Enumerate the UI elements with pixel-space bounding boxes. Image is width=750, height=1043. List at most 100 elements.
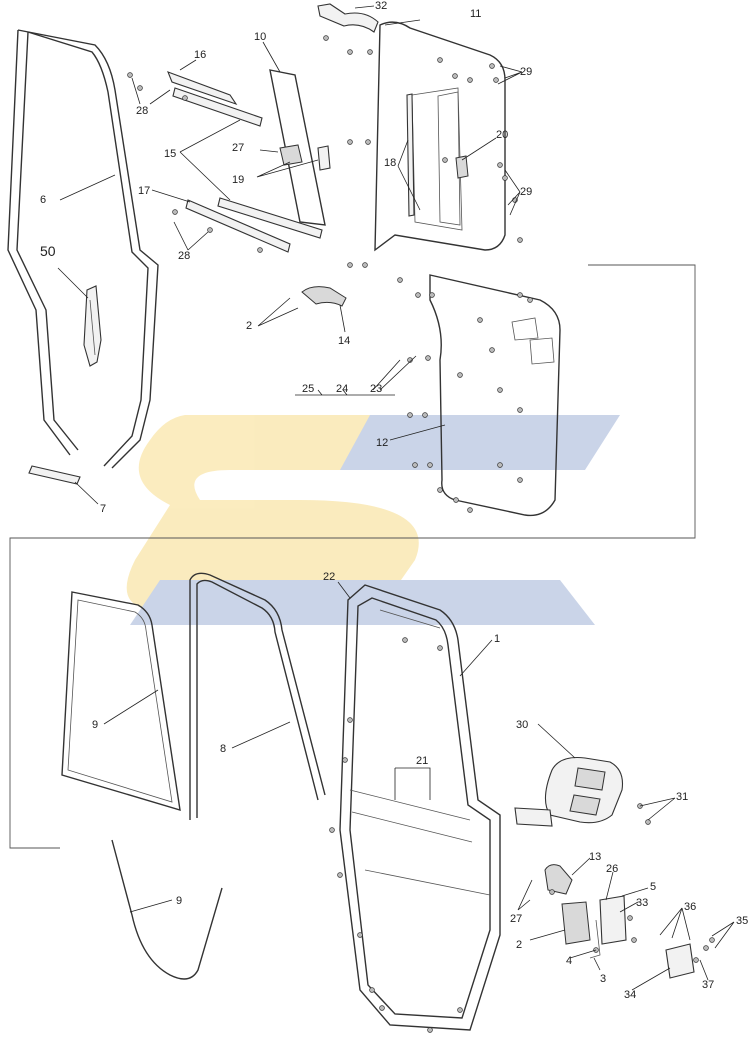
callout-33: 33 bbox=[636, 897, 648, 909]
callout-8: 8 bbox=[220, 743, 226, 755]
bolt-fastener bbox=[457, 1007, 463, 1013]
bolt-fastener bbox=[703, 945, 709, 951]
part-5-plate bbox=[599, 895, 627, 945]
bolt-fastener bbox=[457, 372, 463, 378]
bolt-fastener bbox=[329, 827, 335, 833]
callout-2: 2 bbox=[246, 320, 252, 332]
callout-30: 30 bbox=[516, 719, 528, 731]
callout-32: 32 bbox=[375, 0, 387, 12]
bolt-fastener bbox=[627, 915, 633, 921]
callout-31: 31 bbox=[676, 791, 688, 803]
callout-37: 37 bbox=[702, 979, 714, 991]
bolt-fastener bbox=[527, 297, 533, 303]
bolt-fastener bbox=[437, 57, 443, 63]
leader-lines bbox=[57, 5, 735, 991]
callout-12: 12 bbox=[376, 437, 388, 449]
bolt-fastener bbox=[172, 209, 178, 215]
callout-29: 29 bbox=[520, 186, 532, 198]
callout-1: 1 bbox=[494, 633, 500, 645]
bolt-fastener bbox=[347, 717, 353, 723]
bolt-fastener bbox=[489, 63, 495, 69]
callout-5: 5 bbox=[650, 881, 656, 893]
bolt-fastener bbox=[402, 637, 408, 643]
part-30-mirror bbox=[514, 756, 624, 827]
part-14-inner-handle bbox=[301, 286, 347, 307]
callout-2: 2 bbox=[516, 939, 522, 951]
callout-3: 3 bbox=[600, 973, 606, 985]
callout-36: 36 bbox=[684, 901, 696, 913]
callout-28: 28 bbox=[178, 250, 190, 262]
part-34-hinge bbox=[665, 943, 695, 979]
bolt-fastener bbox=[517, 292, 523, 298]
bolt-fastener bbox=[369, 987, 375, 993]
bolt-fastener bbox=[407, 357, 413, 363]
callout-7: 7 bbox=[100, 503, 106, 515]
bolt-fastener bbox=[412, 462, 418, 468]
callout-35: 35 bbox=[736, 915, 748, 927]
bolt-fastener bbox=[489, 347, 495, 353]
bolt-fastener bbox=[182, 95, 188, 101]
part-11-upper-glass bbox=[374, 21, 506, 252]
callout-23: 23 bbox=[370, 383, 382, 395]
bolt-fastener bbox=[357, 932, 363, 938]
bolt-fastener bbox=[693, 957, 699, 963]
bolt-fastener bbox=[337, 872, 343, 878]
callout-18: 18 bbox=[384, 157, 396, 169]
part-12-lower-panel bbox=[429, 274, 561, 517]
bolt-fastener bbox=[497, 162, 503, 168]
bolt-fastener bbox=[467, 507, 473, 513]
bolt-fastener bbox=[425, 355, 431, 361]
bolt-fastener bbox=[379, 1005, 385, 1011]
bolt-fastener bbox=[517, 237, 523, 243]
part-15-rail bbox=[217, 197, 323, 239]
bolt-fastener bbox=[407, 412, 413, 418]
part-8-channel bbox=[189, 572, 326, 820]
part-9-glass-inner bbox=[67, 599, 173, 803]
callout-labels: 1 2 2 3 4 5 6 7 8 9 9 10 11 12 13 14 15 … bbox=[40, 0, 748, 1001]
callout-22: 22 bbox=[323, 571, 335, 583]
bolt-fastener bbox=[422, 412, 428, 418]
watermark-blue-band-top bbox=[340, 415, 620, 470]
watermark-logo bbox=[126, 415, 620, 625]
callout-4: 4 bbox=[566, 955, 572, 967]
bolt-fastener bbox=[502, 175, 508, 181]
callout-27: 27 bbox=[510, 913, 522, 925]
part-32-bracket bbox=[317, 3, 379, 33]
bolt-fastener bbox=[452, 73, 458, 79]
bolt-fastener bbox=[477, 317, 483, 323]
callout-27: 27 bbox=[232, 142, 244, 154]
bolt-fastener bbox=[257, 247, 263, 253]
callout-20: 20 bbox=[496, 129, 508, 141]
part-17-rail bbox=[185, 199, 291, 253]
bolt-fastener bbox=[365, 139, 371, 145]
part-10-window-panel bbox=[269, 69, 326, 226]
bolt-fastener bbox=[645, 819, 651, 825]
part-18-strip bbox=[406, 93, 415, 217]
callout-24: 24 bbox=[336, 383, 348, 395]
callout-10: 10 bbox=[254, 31, 266, 43]
bolt-fastener bbox=[631, 937, 637, 943]
part-6-door-seal bbox=[7, 29, 159, 469]
bolt-fastener bbox=[497, 462, 503, 468]
callout-26: 26 bbox=[606, 863, 618, 875]
bolt-fastener bbox=[415, 292, 421, 298]
bolt-fastener bbox=[549, 889, 555, 895]
part-9-glass-panel bbox=[61, 591, 181, 811]
bolt-fastener bbox=[347, 139, 353, 145]
bolt-fastener bbox=[493, 77, 499, 83]
part-16-rail bbox=[167, 71, 263, 127]
bolt-fastener bbox=[347, 49, 353, 55]
callout-21: 21 bbox=[416, 755, 428, 767]
bolt-fastener bbox=[437, 487, 443, 493]
callout-34: 34 bbox=[624, 989, 636, 1001]
bolt-fastener bbox=[362, 262, 368, 268]
callout-14: 14 bbox=[338, 335, 350, 347]
bolt-fastener bbox=[427, 462, 433, 468]
bolt-fastener bbox=[137, 85, 143, 91]
part-20-catch bbox=[455, 155, 469, 179]
part-1-door-frame bbox=[339, 584, 501, 1031]
bolt-fastener bbox=[367, 49, 373, 55]
bolt-fastener bbox=[437, 645, 443, 651]
